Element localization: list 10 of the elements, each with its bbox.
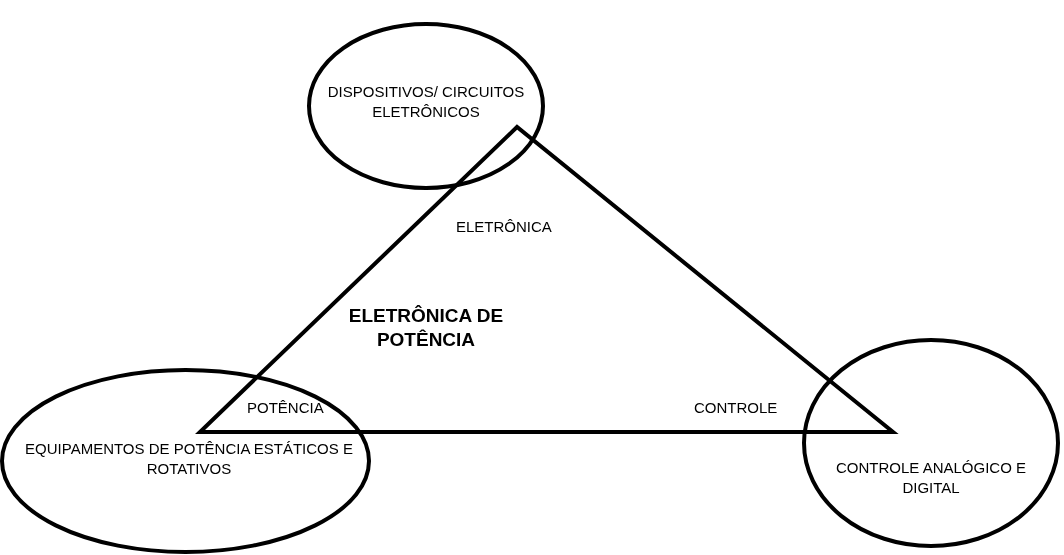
region-title: CONTROLE ANALÓGICO E DIGITAL	[834, 458, 1027, 498]
overlap-label: CONTROLE	[694, 399, 778, 417]
overlap-label: ELETRÔNICA	[456, 218, 552, 236]
overlap-label: POTÊNCIA	[247, 399, 324, 417]
region-title: DISPOSITIVOS/ CIRCUITOS ELETRÔNICOS	[326, 82, 526, 122]
ellipse-region	[0, 368, 371, 554]
ellipse-region	[802, 338, 1060, 548]
region-title: ELETRÔNICA DE POTÊNCIA	[347, 304, 505, 352]
ellipse-region	[307, 22, 545, 190]
region-title: EQUIPAMENTOS DE POTÊNCIA ESTÁTICOS E ROTATIVOS	[24, 439, 354, 479]
